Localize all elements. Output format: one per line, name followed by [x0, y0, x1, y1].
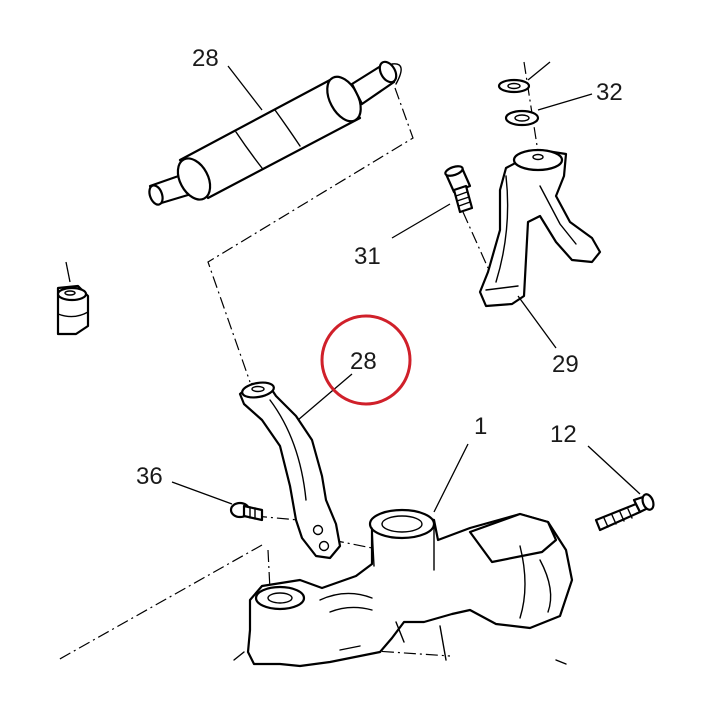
bolt-36 — [229, 501, 264, 522]
bolt-12-thread — [603, 508, 633, 528]
callout-top-partial-leader — [227, 65, 263, 111]
callout-28-number: 28 — [350, 348, 377, 375]
clamp-1-center-edge — [329, 606, 373, 613]
callout-36: 36 — [136, 463, 233, 505]
clamp-1-left-bore — [267, 592, 293, 604]
bolt-31-head-top — [444, 165, 464, 177]
callout-12-number: 12 — [550, 421, 577, 448]
callout-1-leader — [433, 443, 469, 513]
callout-12-leader — [587, 445, 641, 495]
callout-top-partial-number: 28 — [192, 45, 219, 72]
bracket-29-foot-edge — [485, 285, 519, 291]
clamp-1-bottom-slot — [339, 645, 361, 651]
axis-left-vertical — [267, 549, 271, 591]
callout-31-leader — [391, 203, 451, 239]
callout-31: 31 — [354, 203, 451, 270]
bolt-12 — [594, 493, 655, 532]
handlebar-assembly — [148, 60, 402, 206]
bracket-28-body — [238, 382, 342, 560]
callout-12: 12 — [550, 421, 641, 495]
callout-32: 32 — [537, 79, 623, 111]
clamp-1-main-bore — [381, 515, 423, 533]
washer-stack — [497, 61, 551, 127]
clamp-1-left-edge — [233, 651, 245, 661]
axis-handlebar-to-bracket — [207, 87, 414, 383]
bolt-36-shank — [242, 504, 264, 522]
callout-1-number: 1 — [474, 413, 487, 440]
clamp-1-right-boss — [468, 512, 558, 564]
handlebar-grip-band-1 — [235, 131, 263, 169]
left-partial-top — [56, 286, 88, 302]
highlight-circle — [320, 314, 412, 406]
clamp-1-left-boss — [254, 585, 306, 611]
axis-washer-stack — [523, 61, 539, 153]
clamp-1 — [233, 508, 574, 668]
clamp-1-corner-mark — [555, 659, 567, 665]
bracket-29-top-hole — [532, 153, 544, 161]
handlebar-shaft-tip — [378, 60, 398, 84]
callout-36-number: 36 — [136, 463, 163, 490]
bracket-29-arm-edge — [539, 185, 577, 245]
callout-28: 28 — [297, 314, 412, 421]
washer-32-hole — [514, 114, 530, 122]
clamp-1-right-split — [519, 545, 526, 619]
bracket-28-top-boss — [241, 381, 275, 399]
bracket-29 — [478, 148, 602, 308]
clamp-1-main-boss — [368, 508, 436, 540]
callout-1: 1 — [433, 413, 487, 513]
left-partial-band — [57, 311, 89, 318]
left-partial-hole — [64, 290, 76, 296]
bolt-36-thread — [249, 506, 256, 520]
washer-upper — [497, 78, 531, 94]
bolt-12-shank — [594, 502, 642, 532]
callout-32-number: 32 — [596, 79, 623, 106]
callout-32-leader — [537, 93, 593, 111]
clamp-1-right-edge — [539, 559, 552, 613]
callout-29-number: 29 — [552, 351, 579, 378]
left-partial-part — [56, 261, 90, 336]
handlebar-shaft-cable — [391, 63, 402, 85]
handlebar-grip-band-2 — [274, 109, 301, 147]
handlebar-end-cap — [148, 184, 164, 206]
bracket-28-hole-upper — [312, 524, 324, 536]
clamp-1-bottom-lug — [439, 625, 447, 661]
bolt-12-head-face — [641, 493, 655, 511]
bolt-31-thread — [455, 191, 471, 207]
axis-bottom-bolt — [359, 649, 451, 657]
washer-upper-hole — [507, 82, 521, 90]
handlebar-grip-left-end — [176, 157, 212, 201]
callout-29-leader — [517, 295, 557, 349]
callout-31-number: 31 — [354, 243, 381, 270]
clamp-1-main-side — [371, 525, 435, 571]
callout-36-leader — [171, 481, 233, 505]
clamp-1-lower-edge — [395, 621, 405, 643]
bracket-29-body — [478, 148, 602, 308]
callout-28-leader — [297, 373, 353, 421]
clamp-1-center-recess — [319, 592, 373, 601]
bolt-31 — [444, 165, 474, 214]
axis-bolt-31 — [462, 211, 489, 269]
axis-left-pivot — [57, 544, 263, 661]
left-partial-leader — [65, 261, 71, 283]
washer-32 — [504, 109, 540, 127]
bracket-28-inner-edge — [269, 399, 307, 501]
bracket-28 — [238, 381, 342, 560]
callout-top-partial: 28 — [192, 45, 263, 111]
bracket-28-top-hole — [251, 385, 265, 393]
callout-29: 29 — [517, 295, 579, 378]
bracket-29-inner-edge — [495, 175, 509, 283]
bracket-28-hole-lower — [318, 540, 330, 552]
washer-upper-leader — [527, 61, 551, 81]
